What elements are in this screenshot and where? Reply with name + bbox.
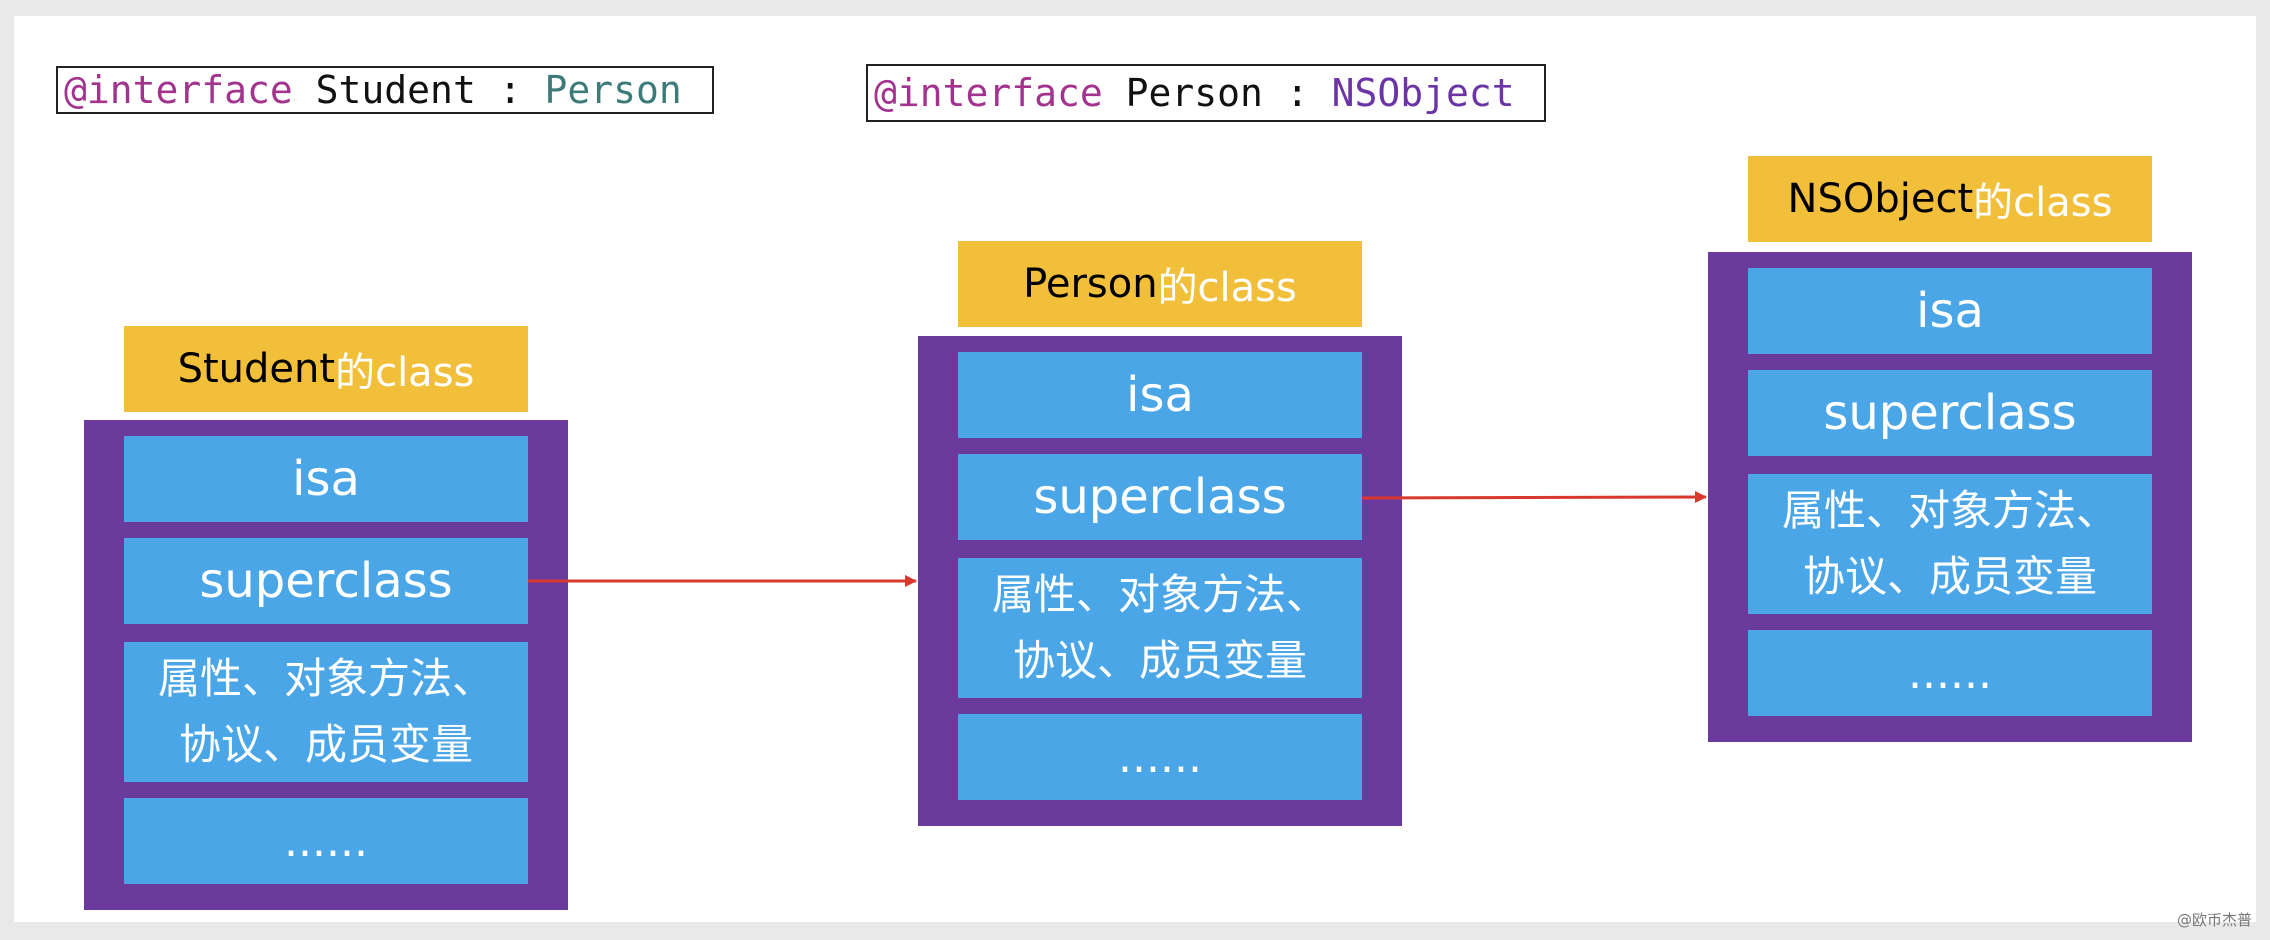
superclass-name: Person bbox=[544, 68, 682, 112]
interface-keyword: @interface bbox=[874, 71, 1103, 115]
person-interface-declaration: @interface Person : NSObject bbox=[866, 64, 1546, 122]
class-title-suffix: 的class bbox=[1973, 180, 2113, 226]
person-class-object: isa superclass 属性、对象方法、协议、成员变量 ...... bbox=[918, 336, 1402, 826]
nsobject-class-object: isa superclass 属性、对象方法、协议、成员变量 ...... bbox=[1708, 252, 2192, 742]
superclass-cell: superclass bbox=[124, 538, 528, 624]
diagram-canvas: @interface Student : Person @interface P… bbox=[14, 16, 2256, 922]
class-title-suffix: 的class bbox=[1157, 265, 1297, 311]
more-cell: ...... bbox=[1748, 630, 2152, 716]
members-cell: 属性、对象方法、协议、成员变量 bbox=[1748, 474, 2152, 614]
superclass-name: NSObject bbox=[1331, 71, 1515, 115]
person-to-nsobject-arrow bbox=[1361, 491, 1707, 504]
class-title-suffix: 的class bbox=[335, 350, 475, 396]
class-name: Person bbox=[1125, 71, 1263, 115]
members-cell: 属性、对象方法、协议、成员变量 bbox=[124, 642, 528, 782]
isa-cell: isa bbox=[124, 436, 528, 522]
class-title-name: Person bbox=[1023, 261, 1158, 307]
more-cell: ...... bbox=[124, 798, 528, 884]
watermark: @欧币杰普 bbox=[2176, 911, 2252, 929]
interface-keyword: @interface bbox=[64, 68, 293, 112]
isa-cell: isa bbox=[958, 352, 1362, 438]
colon: : bbox=[1285, 71, 1309, 115]
superclass-arrows bbox=[528, 491, 1707, 587]
isa-cell: isa bbox=[1748, 268, 2152, 354]
superclass-cell: superclass bbox=[958, 454, 1362, 540]
class-name: Student bbox=[315, 68, 476, 112]
more-cell: ...... bbox=[958, 714, 1362, 800]
members-cell: 属性、对象方法、协议、成员变量 bbox=[958, 558, 1362, 698]
class-title-name: NSObject bbox=[1787, 176, 1974, 222]
student-interface-declaration: @interface Student : Person bbox=[56, 66, 714, 114]
class-title-name: Student bbox=[177, 346, 336, 392]
colon: : bbox=[498, 68, 522, 112]
student-class-object: isa superclass 属性、对象方法、协议、成员变量 ...... bbox=[84, 420, 568, 910]
superclass-cell: superclass bbox=[1748, 370, 2152, 456]
